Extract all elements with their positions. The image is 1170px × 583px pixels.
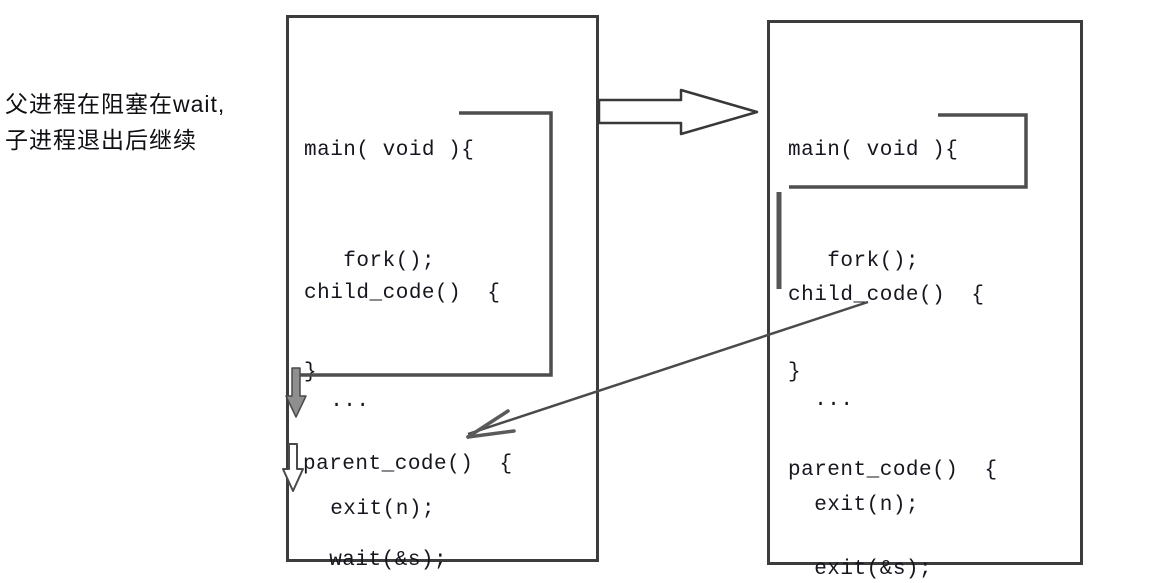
code-line: parent_code() { <box>303 453 513 476</box>
fork-block-arrow-icon <box>597 88 759 136</box>
code-line: exit(&s); <box>788 558 933 581</box>
annotation-label: 父进程在阻塞在wait, 子进程退出后继续 <box>5 86 225 158</box>
parent-process-box <box>286 15 599 562</box>
code-line: ... <box>304 390 370 413</box>
code-line: child_code() { <box>788 284 985 307</box>
code-line: exit(n); <box>788 494 920 517</box>
parent-box-parent-code: parent_code() { wait(&s); } <box>303 385 513 583</box>
child-box-parent-code: parent_code() { exit(&s); } <box>788 388 998 583</box>
code-line: exit(n); <box>304 498 436 521</box>
code-line: child_code() { <box>304 282 501 305</box>
annotation-line-1: 父进程在阻塞在wait, <box>5 91 226 117</box>
code-line: parent_code() { <box>788 459 998 482</box>
child-process-box <box>767 20 1083 565</box>
code-line: main( void ){ <box>788 139 959 162</box>
code-line: fork(); <box>788 250 920 273</box>
code-line: main( void ){ <box>304 139 475 162</box>
code-line: wait(&s); <box>303 549 448 572</box>
annotation-line-2: 子进程退出后继续 <box>5 127 197 153</box>
